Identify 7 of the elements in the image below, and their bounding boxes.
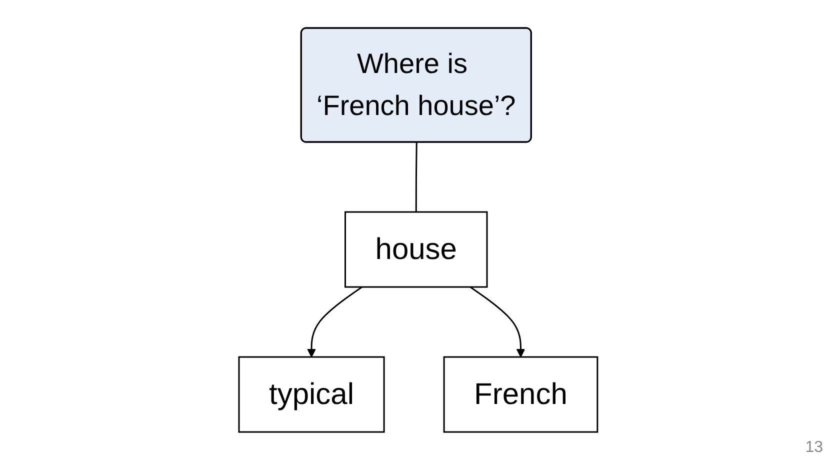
arrow bbox=[307, 286, 363, 357]
node-box: typical bbox=[238, 356, 386, 432]
node-box: French bbox=[444, 356, 598, 432]
node-box: house bbox=[344, 210, 488, 288]
slide-number: 13 bbox=[805, 439, 823, 456]
arrow bbox=[470, 286, 526, 357]
connector bbox=[416, 142, 418, 212]
